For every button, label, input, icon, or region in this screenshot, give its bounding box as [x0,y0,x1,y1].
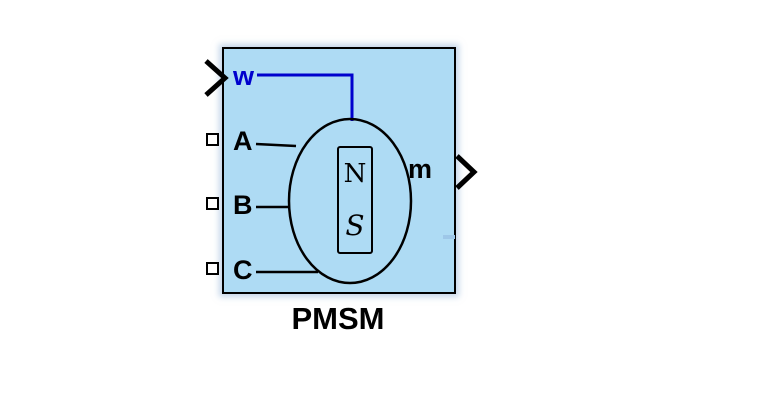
port-square-c[interactable] [206,262,219,275]
magnet-symbol: N S [337,146,373,254]
port-square-a[interactable] [206,133,219,146]
magnet-south-label: S [345,208,365,242]
port-label-w: w [233,61,255,91]
port-label-c: C [233,255,253,285]
block-name-label[interactable]: PMSM [291,301,385,336]
magnet-north-label: N [343,158,367,189]
port-square-b[interactable] [206,197,219,210]
port-label-b: B [233,190,253,220]
port-label-a: A [233,126,253,156]
output-port-arrow-m[interactable] [455,154,478,190]
port-label-m: m [408,154,433,184]
